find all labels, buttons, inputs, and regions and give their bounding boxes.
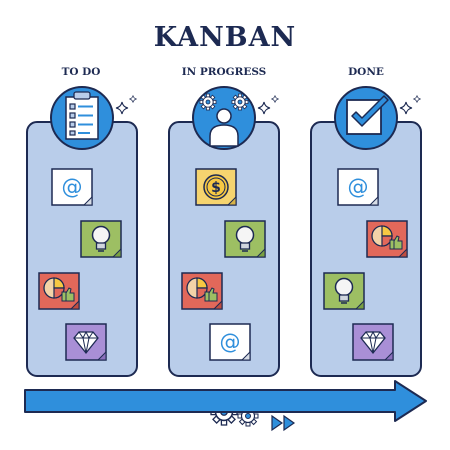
task-card-diamond (65, 323, 107, 361)
sparkle-icon (129, 95, 137, 103)
fast-forward-icon (271, 414, 296, 432)
checkbox-check-icon (334, 86, 398, 150)
task-card-idea (224, 220, 266, 258)
progress-arrow-icon (24, 380, 427, 422)
sparkle-icon (399, 101, 413, 115)
task-card-email (51, 168, 93, 206)
checklist-clipboard-icon (50, 86, 114, 150)
sparkle-icon (271, 95, 279, 103)
sparkle-icon (115, 101, 129, 115)
sparkle-icon (257, 101, 271, 115)
task-card-chart (38, 272, 80, 310)
sparkle-icon (413, 95, 421, 103)
task-card-idea (80, 220, 122, 258)
column-label-in-progress: IN PROGRESS (181, 66, 267, 78)
column-label-done: DONE (348, 66, 384, 78)
task-card-email (209, 323, 251, 361)
task-card-chart (366, 220, 408, 258)
task-card-idea (323, 272, 365, 310)
page-title: KANBAN (153, 22, 297, 53)
task-card-chart (181, 272, 223, 310)
column-label-todo: TO DO (61, 66, 101, 78)
task-card-money (195, 168, 237, 206)
person-with-gears-icon (192, 86, 256, 150)
task-card-diamond (352, 323, 394, 361)
task-card-email (337, 168, 379, 206)
